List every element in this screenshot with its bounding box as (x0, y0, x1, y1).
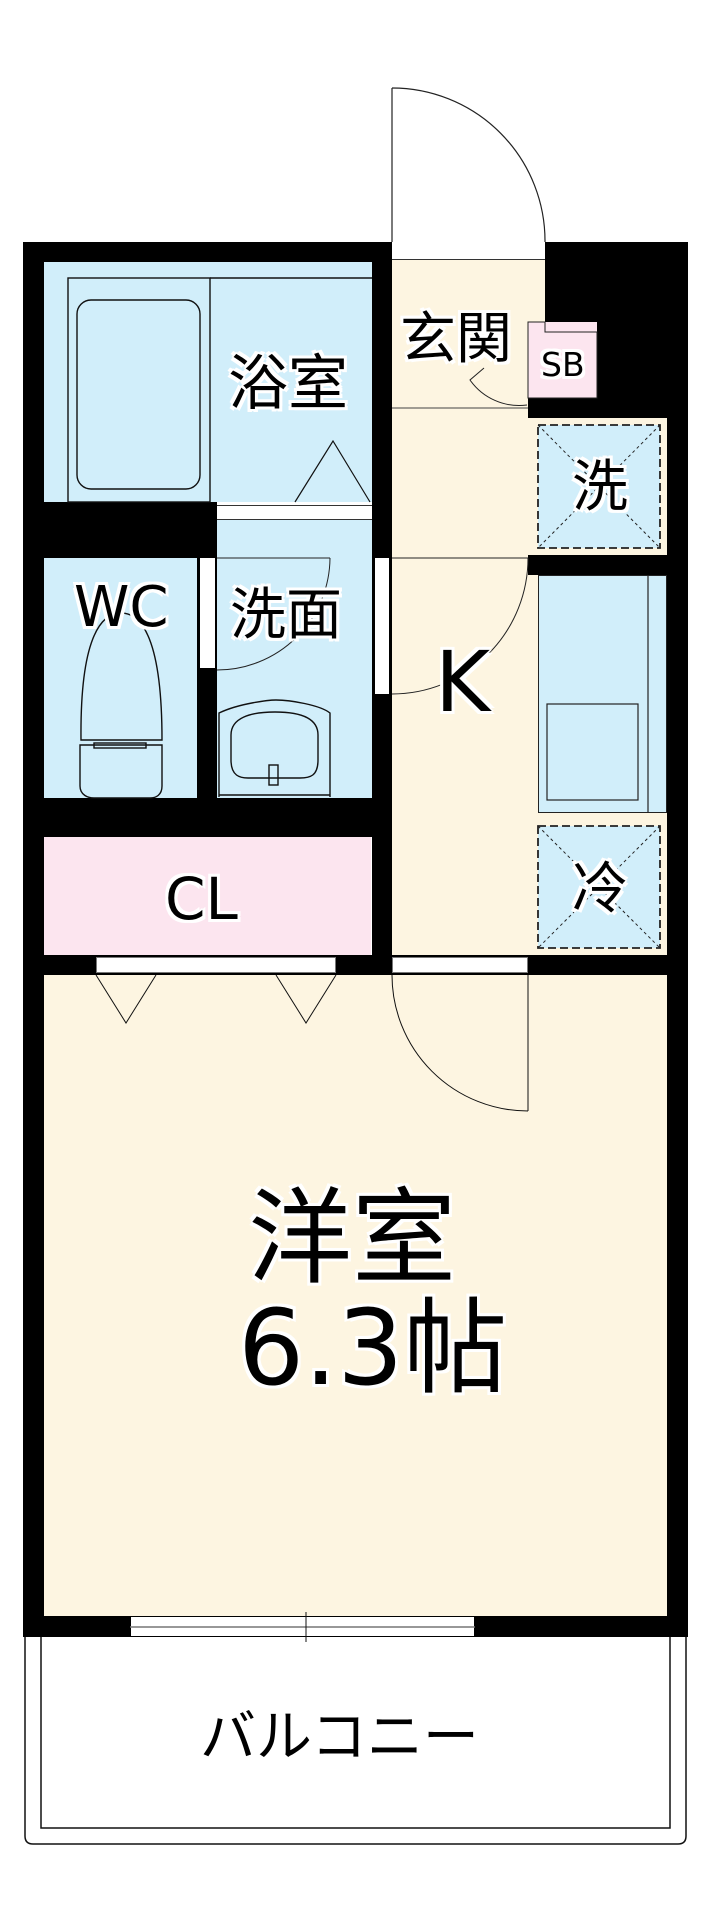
bathtub-icon (67, 277, 372, 503)
wc-room (44, 558, 197, 798)
entrance-door-opening[interactable] (392, 243, 545, 260)
washbasin-icon (218, 699, 331, 797)
shower-icon (294, 439, 371, 503)
closet-folding-door-icon (95, 974, 337, 1024)
bath-door-opening[interactable] (217, 505, 372, 520)
washroom-label: 洗面 (230, 583, 342, 648)
bath-room (44, 262, 372, 502)
balcony-label: バルコニー (200, 1705, 479, 1770)
western-room-size: 6.3帖 (238, 1287, 508, 1409)
washer-label: 洗 (572, 455, 628, 520)
washroom-door-opening[interactable] (375, 558, 389, 694)
toilet-icon (79, 612, 163, 799)
kitchen-door-swing-icon (391, 557, 529, 695)
sb-black-under (528, 398, 688, 418)
shoe-box-label: SB (541, 345, 585, 384)
outer-wall-right (667, 242, 688, 1637)
fridge-space-icon (537, 825, 661, 949)
wall-above-closet (23, 798, 392, 837)
kitchen-label: K (435, 633, 491, 731)
entrance-label: 玄関 (400, 307, 512, 372)
outer-wall-top-left (23, 242, 392, 262)
outer-wall-left (23, 242, 44, 1637)
closet-door-opening[interactable] (96, 957, 336, 973)
entrance-door-swing-icon (391, 87, 546, 243)
wall-under-washer (528, 555, 688, 575)
entrance-area-upper (392, 260, 545, 322)
bath-label: 浴室 (228, 349, 348, 419)
shoe-box-door-icon (469, 367, 528, 406)
closet-label: CL (165, 865, 238, 933)
washroom-door-swing-icon (216, 557, 331, 671)
fridge-label: 冷 (572, 857, 628, 922)
wc-label: WC (74, 575, 169, 640)
kitchen-sink-icon (546, 575, 649, 813)
kitchen-room-door-opening[interactable] (392, 957, 528, 973)
balcony-rail-icon (24, 1637, 687, 1845)
western-room (44, 975, 667, 1616)
washroom (217, 505, 372, 798)
western-room-label: 洋室 (248, 1177, 457, 1299)
closet (44, 837, 371, 955)
washer-space-icon (537, 424, 661, 549)
wc-door-opening[interactable] (200, 558, 215, 668)
shoe-box (528, 322, 597, 398)
shoe-box-outline (527, 321, 598, 399)
western-room-door-swing-icon (391, 974, 529, 1112)
kitchen-counter (538, 575, 667, 813)
wall-under-bath (23, 502, 217, 558)
